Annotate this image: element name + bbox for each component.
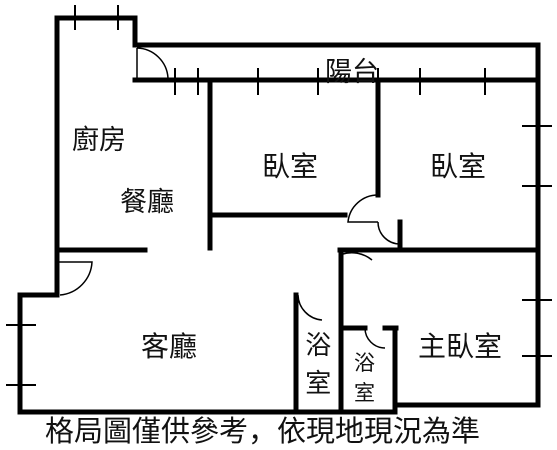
dining-label: 餐廳 (120, 187, 174, 218)
bedroom-2-label: 臥室 (430, 150, 487, 183)
bathroom-1-label: 浴室 (305, 331, 332, 399)
kitchen-label: 廚房 (72, 125, 126, 156)
window-marks (6, 5, 552, 386)
living-room-label: 客廳 (141, 330, 198, 363)
bathroom-2-label: 浴室 (354, 351, 376, 406)
middle-walls (54, 219, 541, 253)
bedroom-1-label: 臥室 (262, 150, 319, 183)
balcony-label: 陽台 (325, 57, 379, 88)
bathroom-walls (293, 247, 399, 415)
door-swings (57, 47, 401, 349)
master-bedroom-label: 主臥室 (418, 330, 503, 363)
bedroom-walls (207, 77, 381, 251)
disclaimer-caption: 格局圖僅供參考，依現地現況為準 (45, 414, 481, 448)
